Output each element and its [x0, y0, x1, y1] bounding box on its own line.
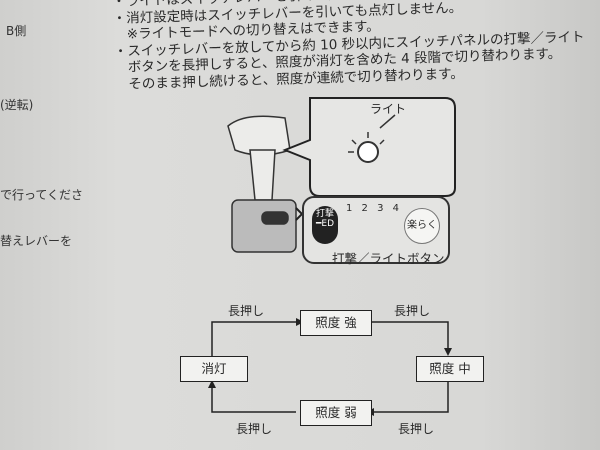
button-caption: 打撃／ライトボタン — [332, 251, 445, 266]
state-weak: 照度 弱 — [300, 400, 372, 426]
easy-mode-switch[interactable]: 楽らく — [404, 208, 440, 244]
light-label: ライト — [370, 102, 407, 116]
arrow-label: 長押し — [398, 422, 435, 436]
state-off: 消灯 — [180, 356, 248, 382]
left-fragment: で行ってくださ — [0, 188, 84, 202]
arrow-label: 長押し — [236, 422, 273, 436]
left-fragment: B側 — [6, 24, 27, 38]
state-strong: 照度 強 — [300, 310, 372, 336]
light-icon — [357, 141, 379, 163]
button-bottom-label: ━ED — [315, 219, 335, 229]
arrow-label: 長押し — [228, 304, 265, 318]
flow-arrows — [211, 321, 449, 413]
arrow-label: 長押し — [394, 304, 431, 318]
impact-light-button[interactable]: 打撃 ━ED — [312, 206, 338, 244]
state-medium: 照度 中 — [416, 356, 484, 382]
mode-numbers: 1 2 3 4 — [346, 203, 402, 214]
left-fragment: 替えレバーを — [0, 234, 73, 248]
button-top-label: 打撃 — [315, 209, 334, 219]
left-fragment: (逆転) — [0, 98, 34, 112]
switch-panel: 打撃 ━ED 1 2 3 4 楽らく — [302, 196, 450, 264]
drill-icon — [227, 115, 297, 253]
